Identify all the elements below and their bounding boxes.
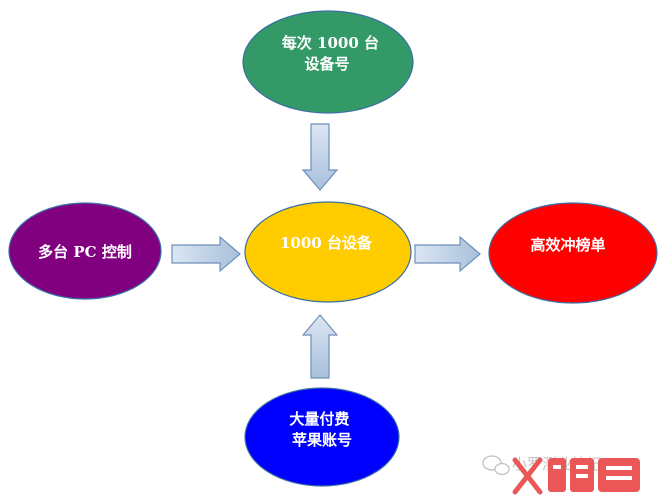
node-left-shape [8, 202, 162, 300]
arrow-top-to-center [301, 123, 339, 191]
wechat-icon [482, 455, 510, 476]
node-bottom-label: 大量付费 苹果账号 [289, 410, 354, 449]
node-top-shape [242, 10, 414, 114]
arrow-bottom-to-center [301, 314, 339, 379]
watermark: 小罗测业笔记 [482, 455, 640, 495]
arrow-center-to-right [414, 235, 481, 273]
node-center-shape [244, 201, 412, 303]
node-left-label: 多台 PC 控制 [38, 243, 132, 261]
node-right: 高效冲榜单 [488, 202, 658, 304]
node-left: 多台 PC 控制 [8, 202, 162, 300]
arrow-left-to-center [171, 235, 241, 273]
node-top-label: 每次 1000 台 设备号 [282, 34, 384, 73]
node-right-shape [488, 202, 658, 304]
node-right-label: 高效冲榜单 [530, 236, 605, 254]
node-center-label: 1000 台设备 [280, 234, 373, 252]
node-center: 1000 台设备 [244, 201, 412, 303]
node-bottom-shape [244, 387, 400, 487]
watermark-logo [512, 457, 640, 495]
node-top: 每次 1000 台 设备号 [242, 10, 414, 114]
node-bottom: 大量付费 苹果账号 [244, 387, 400, 487]
